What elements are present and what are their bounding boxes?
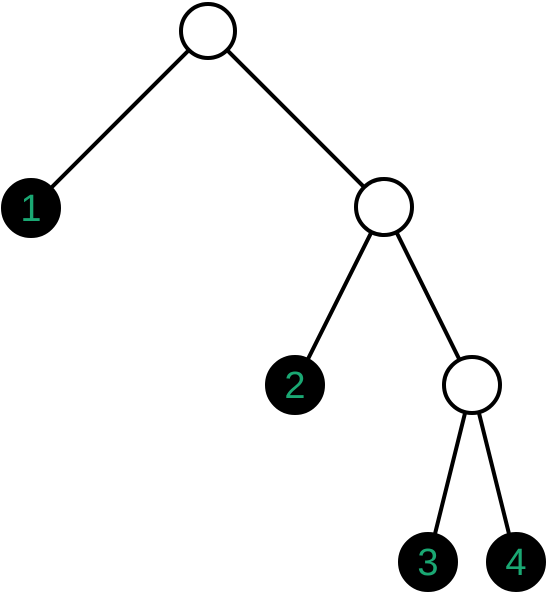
edges-layer [29,29,518,564]
leaf-node-leaf-3: 3 [398,532,458,592]
internal-circle [442,355,502,415]
edge-root-to-leaf-1 [29,29,210,210]
leaf-label: 3 [417,542,438,584]
leaf-label: 4 [505,542,526,584]
internal-node-root [179,2,237,60]
edge-inner-a-to-leaf-2 [293,205,386,387]
internal-circle [179,2,237,60]
leaf-node-leaf-4: 4 [486,532,546,592]
edge-root-to-inner-a [206,29,386,209]
leaf-circle [398,532,458,592]
leaf-circle [486,532,546,592]
edge-inner-a-to-inner-b [382,205,474,387]
leaf-label: 2 [284,365,305,407]
edge-inner-b-to-leaf-4 [470,383,518,564]
edge-inner-b-to-leaf-3 [426,383,474,564]
internal-node-inner-a [354,177,414,237]
leaf-circle [1,178,61,238]
leaf-circle [265,355,325,415]
leaf-node-leaf-2: 2 [265,355,325,415]
internal-node-inner-b [442,355,502,415]
leaf-label: 1 [20,188,41,230]
leaf-node-leaf-1: 1 [1,178,61,238]
internal-circle [354,177,414,237]
